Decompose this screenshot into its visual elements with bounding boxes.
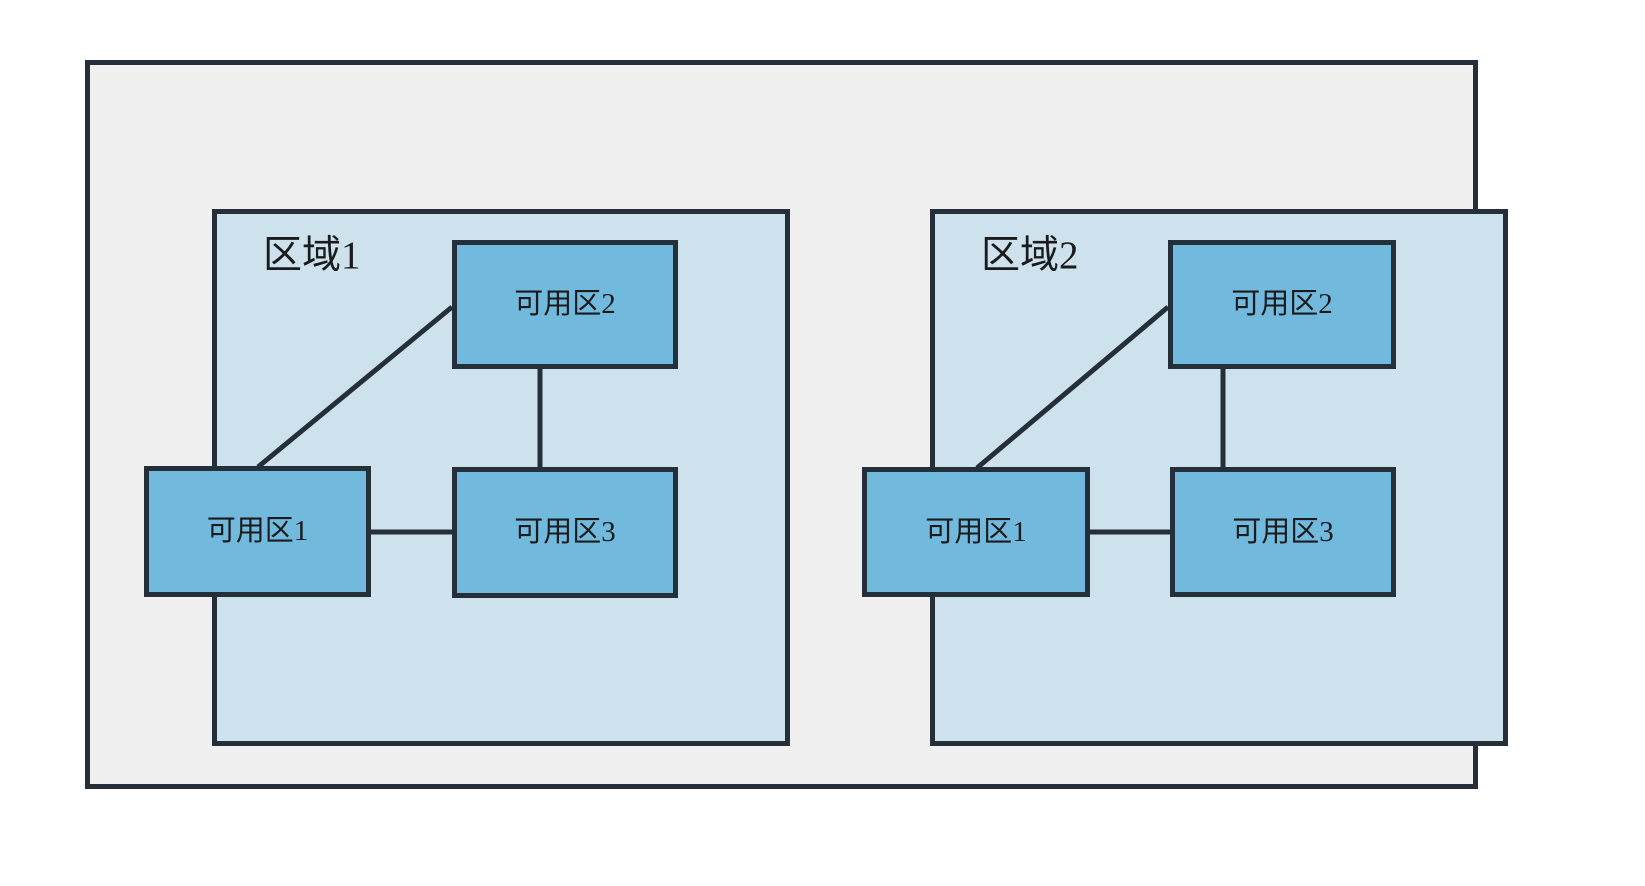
az-node-region2-zone1[interactable]: 可用区1	[862, 467, 1090, 597]
az-node-region1-zone3[interactable]: 可用区3	[452, 467, 678, 598]
az-node-label: 可用区3	[1232, 515, 1334, 548]
global-boundary: 区域1 区域2	[85, 60, 1508, 789]
az-node-label: 可用区2	[1231, 288, 1333, 320]
region-1-title: 区域1	[263, 234, 361, 277]
az-node-label: 可用区1	[925, 515, 1027, 548]
az-node-label: 可用区3	[514, 516, 616, 548]
region-2-title: 区域2	[981, 234, 1079, 277]
az-node-label: 可用区1	[206, 515, 309, 547]
az-node-region1-zone2[interactable]: 可用区2	[452, 240, 678, 369]
az-node-label: 可用区2	[514, 288, 616, 320]
az-node-region2-zone3[interactable]: 可用区3	[1170, 467, 1396, 597]
az-node-region1-zone1[interactable]: 可用区1	[144, 466, 371, 597]
az-node-region2-zone2[interactable]: 可用区2	[1168, 240, 1396, 369]
